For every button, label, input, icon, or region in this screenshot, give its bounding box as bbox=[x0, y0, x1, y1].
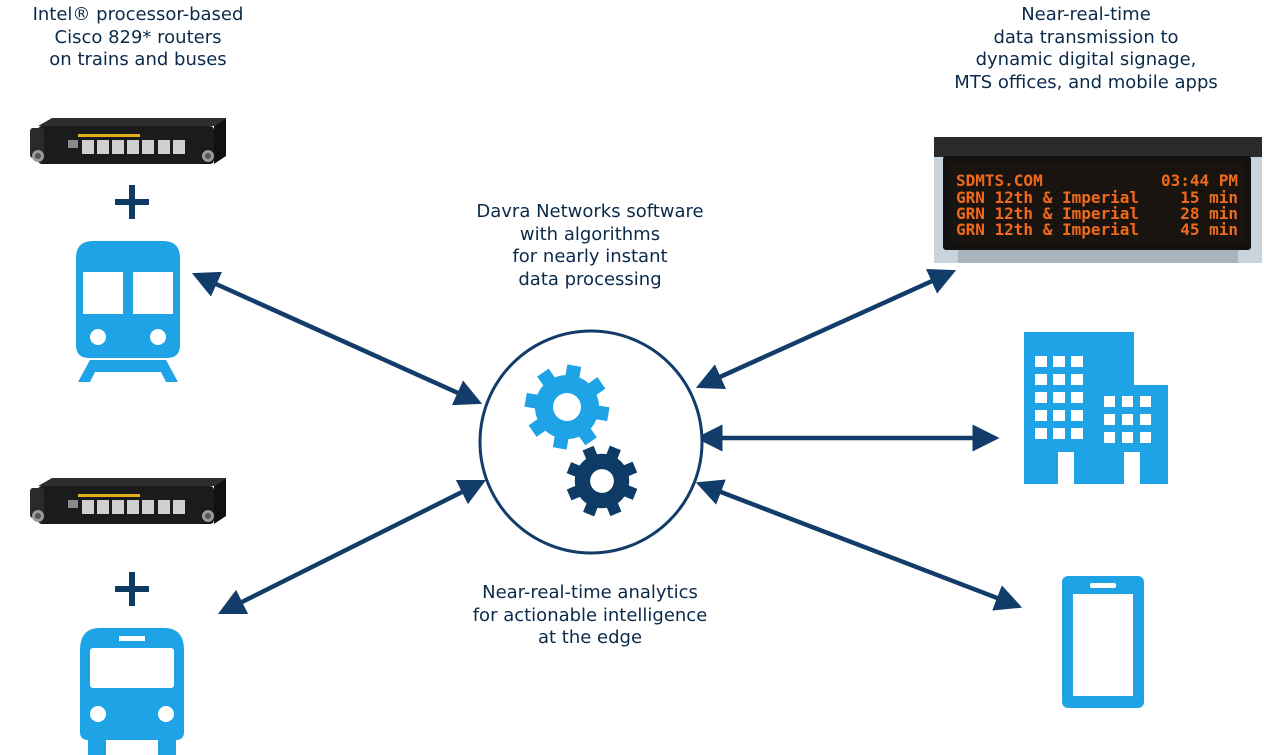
signage-caption: Near-real-time data transmission to dyna… bbox=[905, 4, 1264, 94]
analytics-caption-line: Near-real-time analytics bbox=[482, 582, 698, 603]
sign-row-route: GRN 12th & Imperial bbox=[956, 204, 1139, 223]
plus-icon bbox=[115, 185, 149, 219]
router-device bbox=[30, 118, 226, 164]
arrow-bus-to-hub bbox=[217, 479, 487, 615]
sign-row-eta: 28 min bbox=[1180, 204, 1238, 223]
signage-caption-line: MTS offices, and mobile apps bbox=[954, 71, 1218, 93]
arrow-hub-to-phone bbox=[695, 479, 1023, 611]
software-caption-line: Davra Networks software bbox=[476, 201, 704, 222]
routers-caption-line: on trains and buses bbox=[49, 49, 227, 70]
smartphone-icon bbox=[1062, 576, 1144, 708]
sign-line-1-left: SDMTS.COM bbox=[956, 171, 1043, 190]
dark-gear-icon bbox=[555, 434, 649, 528]
signage-caption-line: Near-real-time bbox=[1021, 4, 1151, 25]
software-caption-line: for nearly instant bbox=[512, 246, 668, 267]
router-device bbox=[30, 478, 226, 524]
hub-circle bbox=[478, 329, 704, 555]
signage-caption-line: dynamic digital signage, bbox=[975, 49, 1197, 70]
bus-icon bbox=[80, 628, 184, 755]
software-caption-line: data processing bbox=[518, 268, 662, 290]
building-icon bbox=[1024, 332, 1168, 484]
sign-line-1-right: 03:44 PM bbox=[1161, 171, 1238, 190]
analytics-caption-line: at the edge bbox=[537, 627, 643, 648]
sign-row-route: GRN 12th & Imperial bbox=[956, 220, 1139, 239]
digital-sign-photo: SDMTS.COM 03:44 PM GRN 12th & Imperial 1… bbox=[934, 137, 1262, 263]
analytics-caption: Near-real-time analytics for actionable … bbox=[420, 582, 760, 650]
routers-caption-line: Intel® processor-based bbox=[32, 4, 244, 25]
light-gear-icon bbox=[518, 358, 616, 456]
routers-caption-line: Cisco 829* routers bbox=[54, 26, 222, 48]
software-caption-line: with algorithms bbox=[519, 223, 661, 245]
analytics-caption-line: for actionable intelligence bbox=[472, 604, 708, 626]
sign-row-eta: 15 min bbox=[1180, 188, 1238, 207]
routers-caption: Intel® processor-based Cisco 829* router… bbox=[0, 4, 276, 72]
train-icon bbox=[76, 241, 180, 382]
arrow-train-to-hub bbox=[191, 271, 483, 406]
sign-row-route: GRN 12th & Imperial bbox=[956, 188, 1139, 207]
arrow-hub-to-sign bbox=[695, 268, 957, 390]
plus-icon bbox=[115, 572, 149, 606]
signage-caption-line: data transmission to bbox=[993, 26, 1179, 48]
software-caption: Davra Networks software with algorithms … bbox=[420, 201, 760, 291]
sign-row-eta: 45 min bbox=[1180, 220, 1238, 239]
